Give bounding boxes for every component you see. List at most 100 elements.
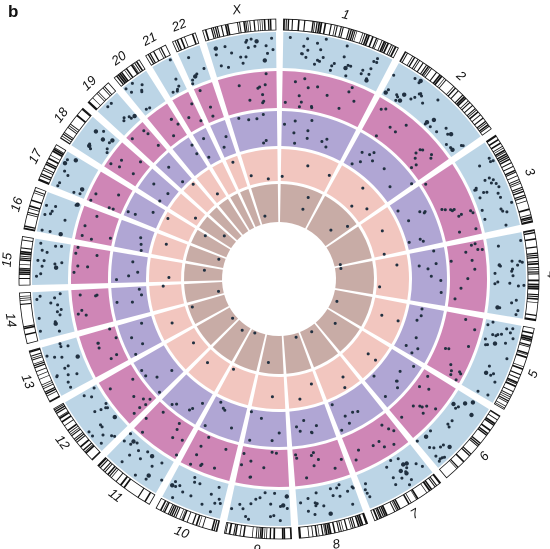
chromosome-label-16: 16 — [7, 195, 26, 214]
cytoband — [58, 411, 69, 418]
cytoband — [62, 133, 73, 141]
data-point — [464, 318, 468, 321]
chromosome-label-8: 8 — [331, 536, 342, 549]
data-point — [255, 117, 259, 121]
chromosome-label-11: 11 — [106, 485, 126, 505]
track-5-chr-22 — [240, 189, 261, 227]
data-point — [144, 107, 148, 111]
data-point — [131, 439, 136, 444]
data-point — [398, 468, 403, 474]
data-point — [100, 137, 106, 142]
data-point — [423, 434, 429, 439]
data-point — [295, 425, 298, 429]
data-point — [195, 72, 199, 76]
data-point — [92, 386, 96, 390]
data-point — [457, 214, 461, 218]
data-point — [127, 274, 131, 278]
data-point — [78, 192, 82, 196]
cytoband — [408, 56, 416, 67]
cytoband — [495, 151, 506, 158]
cytoband — [167, 504, 174, 515]
data-point — [63, 218, 67, 222]
track-2-chr-5 — [426, 311, 484, 384]
track-1-chr-20 — [122, 70, 166, 116]
cytoband — [115, 472, 124, 482]
chromosome-label-6: 6 — [476, 448, 493, 464]
data-point — [306, 37, 310, 41]
data-point — [419, 92, 423, 96]
data-point — [444, 126, 448, 130]
cytoband — [527, 267, 539, 269]
data-point — [346, 489, 350, 493]
data-point — [511, 274, 515, 278]
data-point — [132, 411, 136, 415]
cytoband — [461, 102, 471, 111]
data-point — [109, 101, 113, 105]
cytoband — [500, 391, 511, 398]
data-point — [223, 45, 227, 49]
data-point — [487, 364, 491, 368]
cytoband — [478, 124, 489, 132]
data-point — [443, 208, 447, 212]
data-point — [78, 293, 82, 297]
data-point — [413, 77, 417, 80]
cytoband — [33, 360, 44, 365]
cytoband — [255, 527, 258, 539]
track-2-chr-14 — [71, 288, 114, 331]
data-point — [409, 478, 413, 482]
data-point — [99, 423, 102, 427]
data-point — [385, 465, 389, 469]
track-5-chr-4 — [334, 260, 374, 295]
data-point — [337, 483, 341, 487]
cytoband — [179, 508, 185, 520]
cytoband — [527, 293, 539, 296]
data-point — [38, 329, 42, 333]
data-point — [409, 97, 413, 101]
data-point — [420, 307, 424, 311]
track-5-chr-6 — [315, 309, 360, 352]
data-point — [139, 242, 143, 246]
data-point — [133, 473, 137, 477]
cytoband — [525, 313, 537, 317]
track-3-chr-18 — [137, 168, 179, 207]
data-point — [309, 454, 313, 457]
cytoband — [239, 525, 242, 537]
chromosome-label-13: 13 — [18, 372, 38, 392]
data-point — [411, 404, 415, 408]
data-point — [351, 502, 355, 506]
cytoband — [23, 227, 35, 231]
data-point — [115, 353, 119, 357]
data-point — [242, 452, 246, 455]
cytoband — [391, 500, 398, 511]
data-point — [314, 491, 318, 495]
data-point — [175, 453, 178, 457]
cytoband — [266, 527, 268, 539]
data-point — [474, 186, 478, 190]
data-point — [352, 99, 356, 103]
cytoband — [19, 271, 31, 274]
data-point — [57, 329, 61, 333]
track-1-chr-14 — [32, 290, 75, 341]
data-point — [108, 327, 112, 331]
data-point — [53, 262, 57, 266]
data-point — [247, 118, 251, 122]
data-point — [420, 405, 424, 409]
cytoband — [503, 386, 514, 393]
cytoband — [509, 180, 521, 187]
chromosome-label-4: 4 — [545, 271, 550, 278]
data-point — [459, 212, 463, 216]
cytoband — [478, 426, 489, 435]
track-3-chr-16 — [114, 219, 155, 254]
cytoband — [123, 478, 132, 489]
cytoband — [336, 521, 340, 533]
cytoband — [494, 402, 505, 409]
cytoband — [523, 229, 535, 234]
data-point — [194, 216, 197, 220]
data-point — [372, 60, 376, 63]
ideogram-chr-5 — [493, 325, 535, 410]
data-point — [66, 373, 70, 377]
cytoband — [55, 405, 66, 413]
chromosome-label-x: X — [230, 1, 243, 18]
data-point — [302, 44, 306, 48]
data-point — [39, 272, 43, 276]
